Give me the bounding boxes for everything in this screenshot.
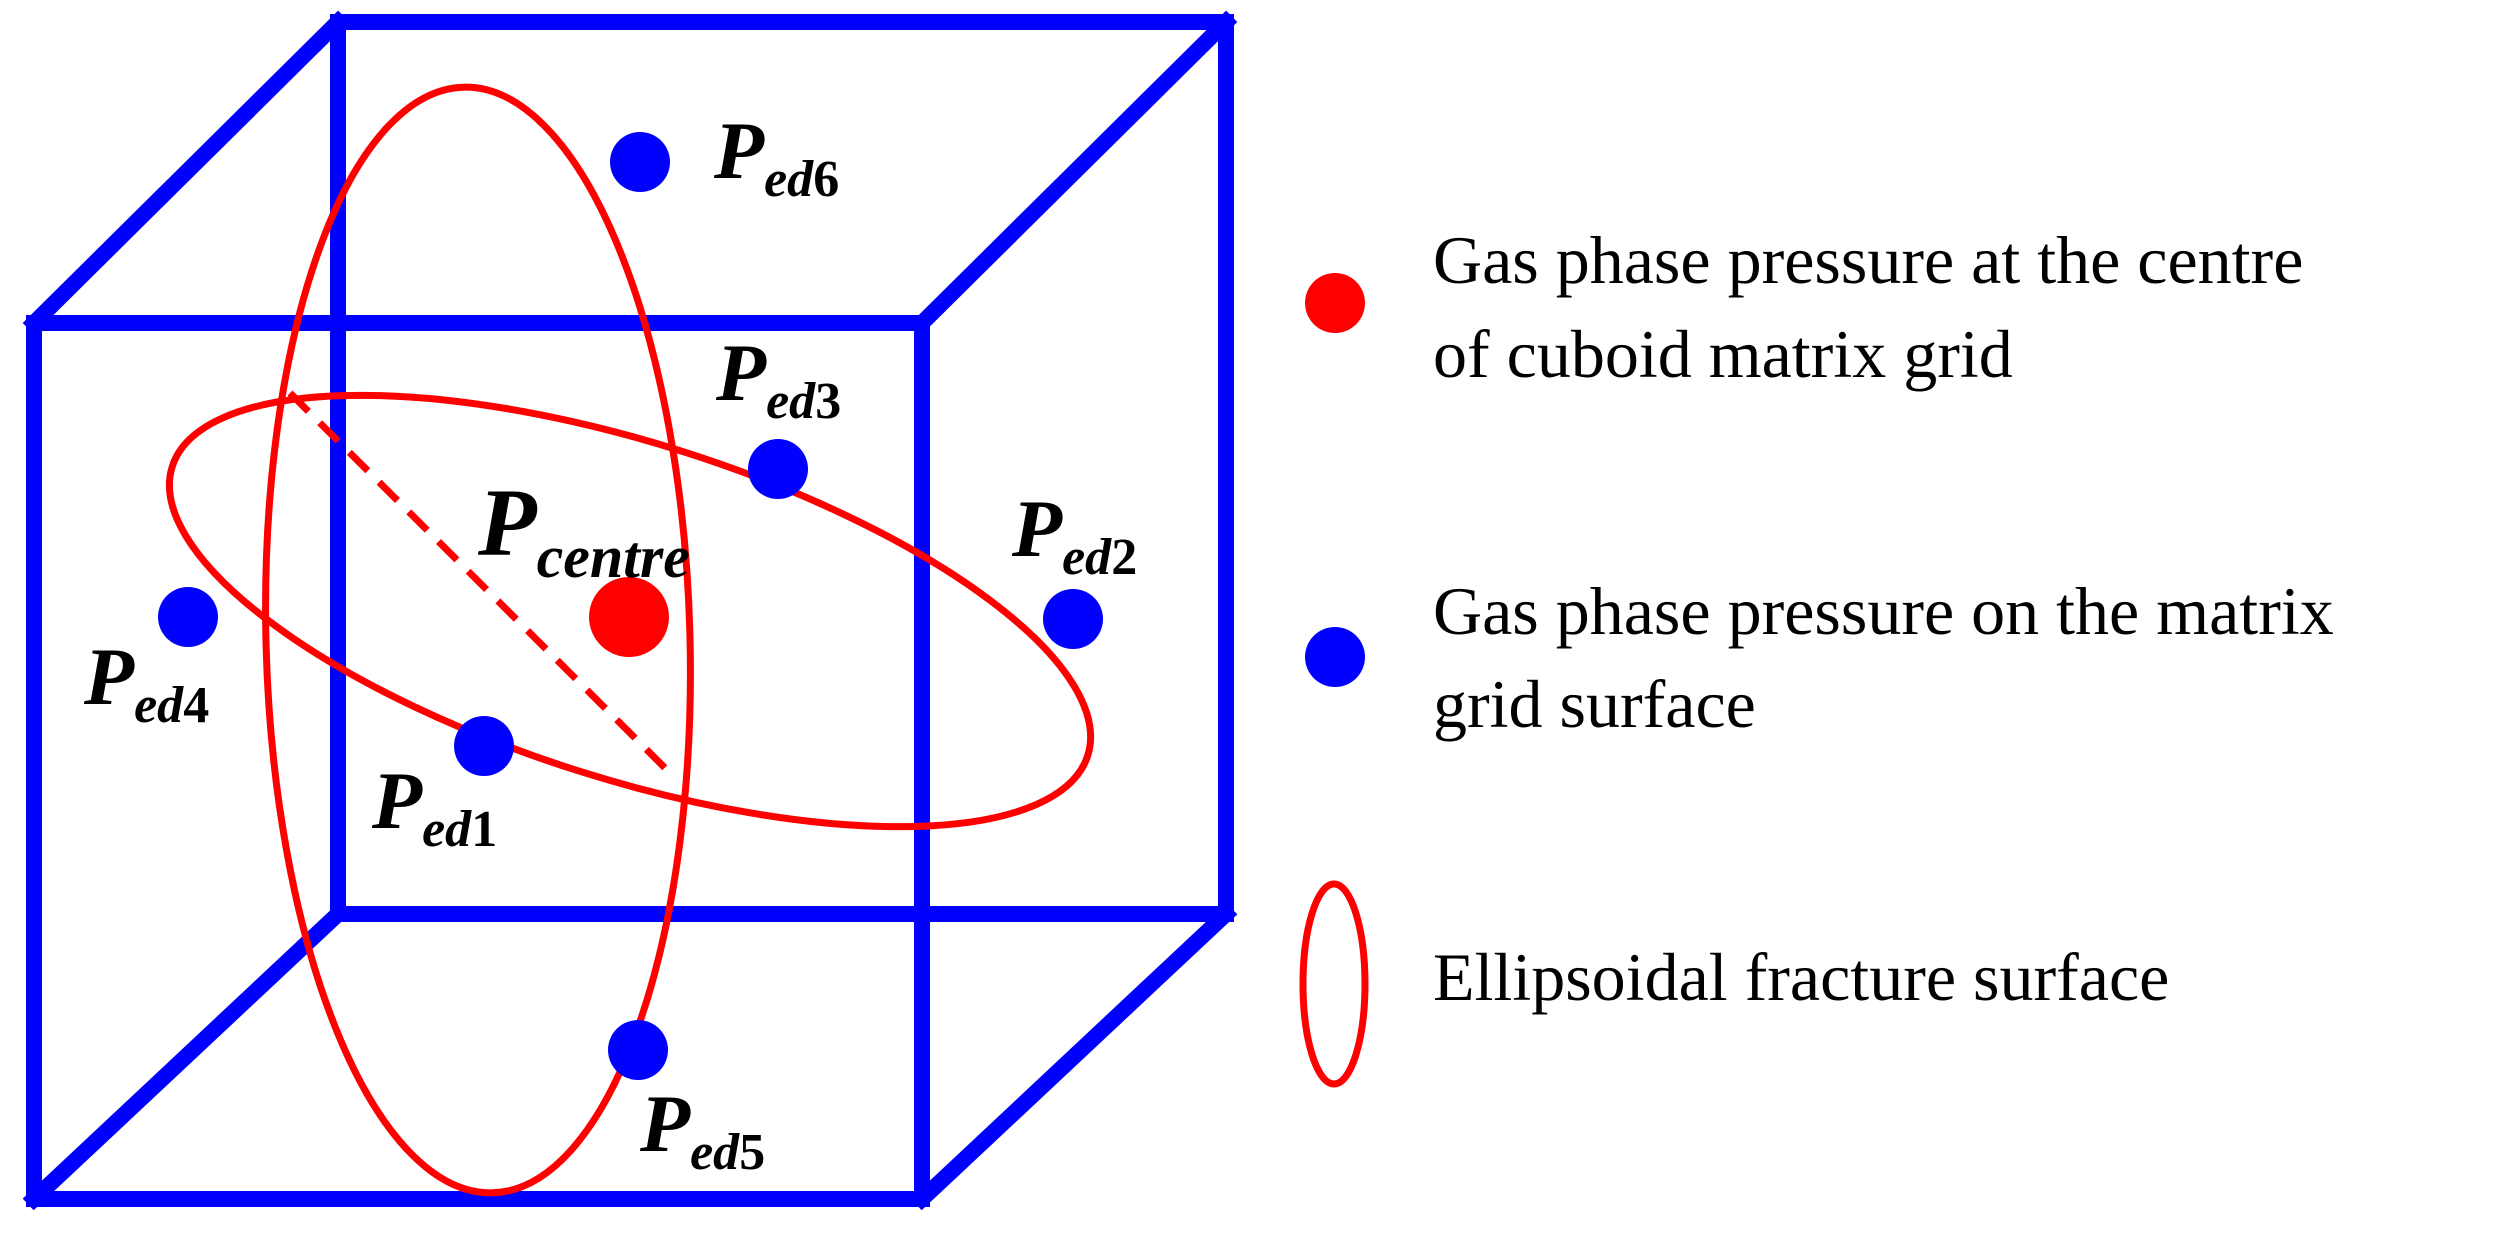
cuboid-grid (22, 10, 1238, 1211)
surface-pressure-point-ed1 (454, 716, 514, 776)
label-p-ed4-base: P (83, 631, 135, 722)
legend-centre-line1: Gas phase pressure at the centre (1433, 222, 2303, 298)
legend-centre-line2: of cuboid matrix grid (1433, 316, 2013, 392)
point-labels: Pcentre Ped6 Ped3 Ped2 Ped4 Ped1 Ped5 (83, 105, 1137, 1181)
surface-pressure-point-ed2 (1043, 589, 1103, 649)
label-p-ed4-num: 4 (183, 677, 209, 734)
label-p-ed2-base: P (1011, 483, 1063, 574)
cube-edge-top-right (910, 10, 1238, 335)
surface-pressure-point-ed5 (608, 1020, 668, 1080)
label-p-ed4-sub: ed (134, 677, 184, 734)
surface-pressure-point-ed3 (748, 439, 808, 499)
legend-ellipse-icon (1299, 880, 1369, 1088)
surface-pressure-point-ed6 (610, 132, 670, 192)
label-p-ed2-num: 2 (1111, 529, 1137, 586)
label-p-ed3-sub: ed (766, 373, 816, 430)
cube-back-face (330, 14, 1234, 922)
label-p-ed5-sub: ed (690, 1124, 740, 1181)
legend-fracture-line1: Ellipsoidal fracture surface (1433, 939, 2169, 1015)
label-p-ed3: Ped3 (715, 327, 841, 430)
label-p-ed4: Ped4 (83, 631, 209, 734)
label-p-ed1-sub: ed (422, 801, 472, 858)
label-p-ed6-base: P (713, 105, 765, 196)
cube-front-face (26, 315, 930, 1207)
centre-pressure-point (589, 577, 669, 657)
label-p-ed5-base: P (639, 1078, 691, 1169)
cube-edge-bottom-left (22, 902, 350, 1211)
label-p-ed6-num: 6 (813, 151, 839, 208)
label-p-ed5: Ped5 (639, 1078, 765, 1181)
label-p-ed1-num: 1 (471, 801, 497, 858)
label-p-ed1-base: P (371, 755, 423, 846)
label-p-ed6: Ped6 (713, 105, 839, 208)
label-p-centre-sub: centre (537, 524, 690, 590)
label-p-ed1: Ped1 (371, 755, 497, 858)
fracture-ellipse-tilted (165, 391, 1095, 831)
label-p-ed2: Ped2 (1011, 483, 1137, 586)
surface-pressure-point-ed4 (158, 587, 218, 647)
label-p-ed2-sub: ed (1062, 529, 1112, 586)
label-p-centre: Pcentre (477, 469, 690, 590)
label-p-ed6-sub: ed (764, 151, 814, 208)
legend-red-dot-icon (1305, 273, 1365, 333)
fracture-ellipse-vertical (262, 83, 694, 1197)
cube-edge-bottom-right (910, 902, 1238, 1211)
fracture-ellipses (165, 83, 1095, 1197)
label-p-centre-base: P (477, 469, 538, 576)
legend-blue-dot-icon (1305, 627, 1365, 687)
legend-surface-line1: Gas phase pressure on the matrix (1433, 573, 2334, 649)
legend-surface-line2: grid surface (1433, 666, 1756, 742)
fracture-dashed-axis (287, 390, 673, 776)
label-p-ed3-base: P (715, 327, 767, 418)
legend: Gas phase pressure at the centre of cubo… (1299, 222, 2334, 1088)
pressure-points (158, 132, 1103, 1080)
cube-edge-top-left (22, 10, 350, 335)
label-p-ed3-num: 3 (815, 373, 841, 430)
label-p-ed5-num: 5 (739, 1124, 765, 1181)
